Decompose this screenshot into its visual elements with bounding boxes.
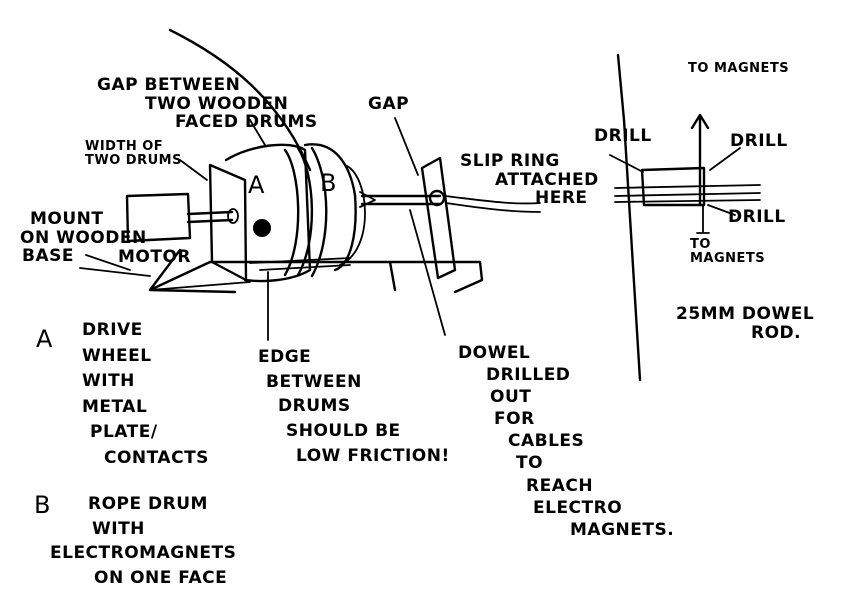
drum-b-ring-1 — [283, 148, 300, 277]
dowel-line-2: DRILLED — [486, 365, 571, 386]
to-magnets-bottom-line-1: TO — [690, 237, 711, 252]
mount-label: MOUNT ON WOODEN BASE — [20, 209, 147, 266]
leader-mount — [85, 254, 131, 271]
note-b-line-4: ON ONE FACE — [94, 567, 228, 588]
drill-label-2: DRILL — [730, 131, 788, 151]
edge-line-5: LOW FRICTION! — [296, 445, 450, 466]
drill-label-3: DRILL — [728, 207, 786, 227]
note-a-line-1: DRIVE — [82, 320, 143, 340]
drum-b-ring-3 — [310, 146, 328, 278]
leader-dowel — [409, 209, 446, 336]
slip-ring-line-1: SLIP RING — [460, 151, 560, 171]
dowel-line-6: TO — [516, 453, 544, 474]
dowel-line-9: MAGNETS. — [570, 519, 675, 540]
dowel-line-3: OUT — [490, 387, 532, 408]
width-line-1: WIDTH OF — [85, 139, 164, 154]
arrow-to-magnets-bottom — [696, 204, 710, 234]
gap-between-line-3: FACED DRUMS — [175, 112, 318, 133]
gap-between-line-1: GAP BETWEEN — [97, 75, 241, 95]
leader-gap-between — [249, 119, 266, 146]
edge-line-1: EDGE — [258, 347, 312, 367]
dowel-note: DOWEL DRILLED OUT FOR CABLES TO REACH EL… — [458, 342, 674, 541]
slip-ring — [428, 189, 446, 207]
dowel-line-4: FOR — [494, 409, 535, 430]
slip-ring-line-2: ATTACHED — [495, 169, 599, 190]
shaft-end — [227, 208, 239, 224]
dowel-line-5: CABLES — [508, 431, 585, 452]
drill-leader-1 — [609, 154, 644, 173]
note-a-line-3: WITH — [82, 371, 135, 391]
note-b-line-3: ELECTROMAGNETS — [50, 543, 237, 564]
note-a-text: DRIVE WHEEL WITH METAL PLATE/ CONTACTS — [82, 318, 209, 471]
base-front-edge — [79, 267, 251, 291]
dowel-rod-label: 25MM DOWEL ROD. — [676, 305, 814, 342]
note-b-text: ROPE DRUM WITH ELECTROMAGNETS ON ONE FAC… — [50, 492, 236, 591]
drill-leader-3 — [707, 204, 736, 216]
vertical-divider — [616, 53, 642, 382]
note-b-line-1: ROPE DRUM — [88, 494, 208, 514]
note-a-line-4: METAL — [82, 396, 148, 417]
edge-line-2: BETWEEN — [266, 371, 362, 392]
arrow-to-magnets-top — [690, 113, 710, 207]
drum-b-body — [303, 143, 357, 272]
leader-gap — [394, 117, 419, 176]
note-a-line-5: PLATE/ — [90, 422, 158, 442]
leader-width — [179, 159, 208, 181]
drum-base-bar — [249, 257, 351, 271]
mount-line-3: BASE — [22, 246, 74, 267]
to-magnets-bottom-label: TO MAGNETS — [690, 237, 766, 267]
drill-label-1: DRILL — [594, 126, 652, 146]
slip-ring-line-3: HERE — [535, 188, 588, 209]
dowel-line-8: ELECTRO — [533, 497, 623, 518]
to-magnets-top-label: TO MAGNETS — [688, 61, 790, 76]
edge-line-4: SHOULD BE — [286, 420, 401, 441]
drill-leader-2 — [709, 147, 741, 171]
width-line-2: TWO DRUMS — [85, 153, 182, 169]
dowel-rod-line-2: ROD. — [751, 322, 802, 343]
note-a-line-2: WHEEL — [82, 345, 152, 366]
note-a-key: A — [36, 325, 53, 353]
drum-a-body — [224, 143, 312, 283]
note-b-line-2: WITH — [92, 518, 145, 539]
width-of-drums-label: WIDTH OF TWO DRUMS — [85, 139, 182, 169]
note-a-line-6: CONTACTS — [104, 447, 209, 468]
drum-shaft-arrow — [359, 191, 376, 208]
motor-box — [125, 192, 192, 243]
slip-ring-label: SLIP RING ATTACHED HERE — [460, 152, 599, 208]
gap-between-line-2: TWO WOODEN — [145, 93, 289, 114]
dowel-rod — [640, 166, 706, 207]
edge-note: EDGE BETWEEN DRUMS SHOULD BE LOW FRICTIO… — [258, 345, 450, 468]
mount-line-2: ON WOODEN — [20, 227, 147, 248]
slip-ring-wires — [444, 195, 541, 213]
dowel-rod-lines — [614, 184, 761, 203]
dowel-line-7: REACH — [526, 475, 594, 496]
slip-ring-support — [420, 156, 457, 280]
note-b-key: B — [34, 491, 51, 519]
drum-b-letter: B — [320, 169, 337, 197]
dowel-rod-line-1: 25MM DOWEL — [676, 304, 815, 324]
gap-between-drums-label: GAP BETWEEN TWO WOODEN FACED DRUMS — [97, 76, 318, 132]
mount-line-1: MOUNT — [30, 209, 104, 229]
dowel-line-1: DOWEL — [458, 343, 531, 363]
drum-a-letter: A — [248, 171, 265, 199]
motor-label: MOTOR — [118, 247, 192, 267]
to-magnets-bottom-line-2: MAGNETS — [690, 251, 766, 267]
edge-line-3: DRUMS — [278, 396, 351, 417]
drive-wheel-hub — [253, 219, 271, 237]
gap-label: GAP — [368, 94, 410, 114]
